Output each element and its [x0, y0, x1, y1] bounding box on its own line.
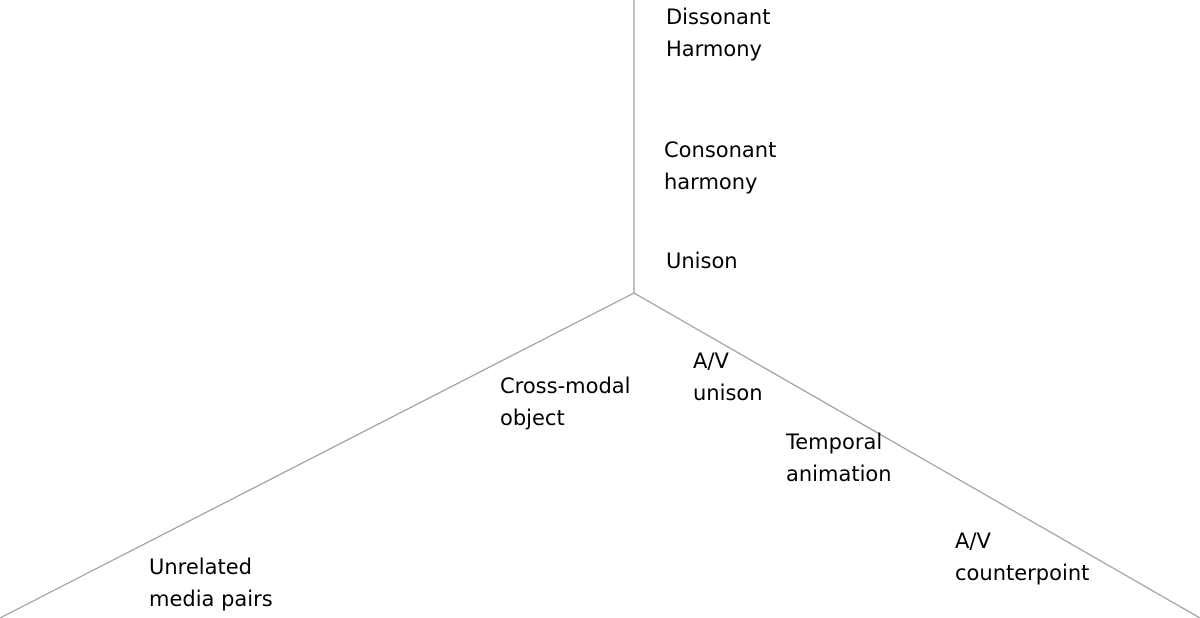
label-unrelated-media-pairs: Unrelated media pairs	[149, 551, 273, 615]
right-axis-line	[633, 292, 1200, 618]
label-line: A/V	[693, 349, 729, 373]
label-consonant-harmony: Consonant harmony	[664, 134, 776, 198]
label-line: Temporal	[786, 430, 883, 454]
label-line: Cross-modal	[500, 374, 631, 398]
label-line: media pairs	[149, 587, 273, 611]
label-line: unison	[693, 381, 763, 405]
label-cross-modal-object: Cross-modal object	[500, 370, 630, 434]
label-line: Unrelated	[149, 555, 252, 579]
label-dissonant-harmony: Dissonant Harmony	[666, 1, 770, 65]
label-av-counterpoint: A/V counterpoint	[955, 525, 1089, 589]
label-line: Dissonant	[666, 5, 771, 29]
label-line: counterpoint	[955, 561, 1090, 585]
label-line: object	[500, 406, 565, 430]
label-line: Harmony	[666, 37, 762, 61]
label-line: Unison	[666, 249, 738, 273]
label-line: Consonant	[664, 138, 777, 162]
left-axis-line	[0, 292, 635, 618]
label-line: A/V	[955, 529, 991, 553]
label-line: harmony	[664, 170, 758, 194]
label-temporal-animation: Temporal animation	[786, 426, 892, 490]
label-unison: Unison	[666, 245, 738, 277]
label-line: animation	[786, 462, 892, 486]
label-av-unison: A/V unison	[693, 345, 763, 409]
